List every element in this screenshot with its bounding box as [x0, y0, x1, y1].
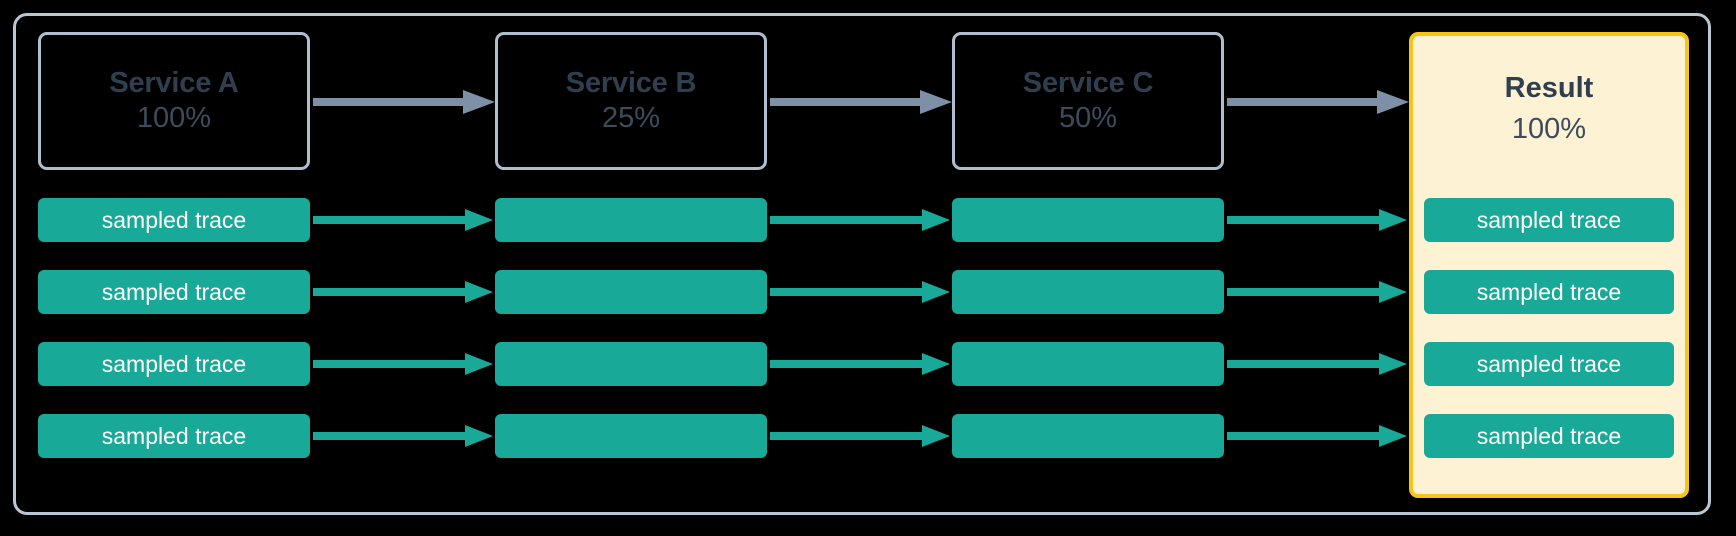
stage-box-service-b[interactable]: Service B 25%: [495, 32, 767, 170]
stage-name: Service C: [1022, 66, 1154, 99]
trace-bar[interactable]: sampled trace: [38, 414, 310, 458]
stage-box-service-c[interactable]: Service C 50%: [952, 32, 1224, 170]
trace-bar[interactable]: sampled trace: [1424, 414, 1674, 458]
arrow-right-icon: [770, 425, 950, 447]
trace-bar[interactable]: sampled trace: [38, 270, 310, 314]
stage-name: Result: [1504, 72, 1594, 104]
trace-bar[interactable]: sampled trace: [1424, 342, 1674, 386]
arrow-right-icon: [313, 90, 495, 114]
diagram-outer-frame: [13, 13, 1711, 515]
arrow-right-icon: [770, 353, 950, 375]
trace-bar[interactable]: [495, 342, 767, 386]
stage-box-service-a[interactable]: Service A 100%: [38, 32, 310, 170]
trace-bar[interactable]: sampled trace: [1424, 270, 1674, 314]
trace-bar[interactable]: [495, 198, 767, 242]
trace-bar-label: sampled trace: [1476, 350, 1622, 377]
trace-bar[interactable]: [495, 414, 767, 458]
arrow-right-icon: [313, 425, 493, 447]
stage-percent: 50%: [1058, 102, 1118, 135]
trace-bar[interactable]: sampled trace: [38, 342, 310, 386]
arrow-right-icon: [1227, 90, 1409, 114]
trace-bar-label: sampled trace: [1476, 206, 1622, 233]
arrow-right-icon: [313, 281, 493, 303]
trace-bar[interactable]: [952, 198, 1224, 242]
stage-name: Service B: [565, 66, 697, 99]
stage-percent: 25%: [601, 102, 661, 135]
arrow-right-icon: [1227, 425, 1407, 447]
arrow-right-icon: [313, 353, 493, 375]
arrow-right-icon: [770, 281, 950, 303]
trace-bar[interactable]: [952, 342, 1224, 386]
trace-bar-label: sampled trace: [101, 278, 247, 305]
trace-bar-label: sampled trace: [101, 422, 247, 449]
arrow-right-icon: [313, 209, 493, 231]
stage-percent: 100%: [1511, 113, 1587, 145]
arrow-right-icon: [1227, 209, 1407, 231]
stage-percent: 100%: [136, 102, 212, 135]
trace-bar[interactable]: sampled trace: [1424, 198, 1674, 242]
trace-bar-label: sampled trace: [101, 206, 247, 233]
arrow-right-icon: [770, 90, 952, 114]
trace-bar-label: sampled trace: [1476, 278, 1622, 305]
arrow-right-icon: [1227, 281, 1407, 303]
arrow-right-icon: [1227, 353, 1407, 375]
trace-bar[interactable]: [952, 414, 1224, 458]
trace-bar[interactable]: [495, 270, 767, 314]
trace-bar-label: sampled trace: [1476, 422, 1622, 449]
stage-name: Service A: [109, 66, 239, 99]
trace-bar[interactable]: sampled trace: [38, 198, 310, 242]
trace-bar-label: sampled trace: [101, 350, 247, 377]
trace-bar[interactable]: [952, 270, 1224, 314]
arrow-right-icon: [770, 209, 950, 231]
